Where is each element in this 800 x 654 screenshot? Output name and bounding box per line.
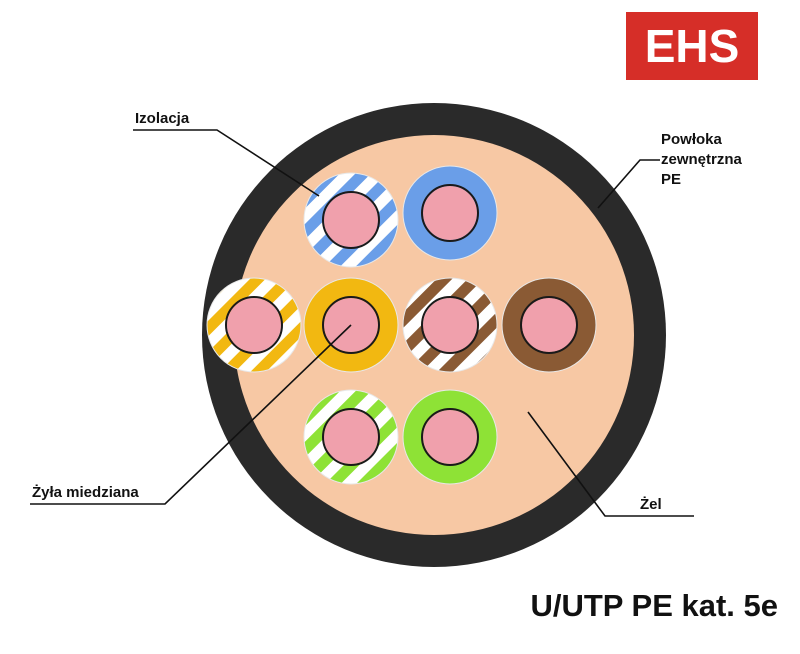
- wire-core-outline-blue-white: [322, 191, 380, 249]
- ehs-logo-text: EHS: [645, 20, 740, 72]
- wire-core-outline-brown-white: [421, 296, 479, 354]
- wire-green: [402, 389, 498, 485]
- wire-blue: [402, 165, 498, 261]
- wire-copper-core-brown: [522, 298, 576, 352]
- wire-brown-white: [402, 277, 498, 373]
- wire-core-outline-orange-white: [225, 296, 283, 354]
- cable-title: U/UTP PE kat. 5e: [530, 588, 778, 623]
- label-gel: Żel: [640, 496, 662, 513]
- wire-brown: [501, 277, 597, 373]
- wire-copper-core-blue: [423, 186, 477, 240]
- wire-core-outline-brown: [520, 296, 578, 354]
- label-insulation: Izolacja: [135, 110, 190, 127]
- wire-copper-core-green-white: [324, 410, 378, 464]
- wire-copper-core-blue-white: [324, 193, 378, 247]
- label-outer-sheath-line1: Powłoka: [661, 131, 723, 148]
- wire-orange-white: [206, 277, 302, 373]
- wire-core-outline-blue: [421, 184, 479, 242]
- wire-green-white: [303, 389, 399, 485]
- ehs-logo: [626, 12, 758, 80]
- leader-line-copper-core: [30, 324, 352, 505]
- leader-line-insulation: [133, 129, 320, 197]
- wire-copper-core-orange-white: [227, 298, 281, 352]
- wire-copper-core-brown-white: [423, 298, 477, 352]
- wire-copper-core-green: [423, 410, 477, 464]
- label-outer-sheath-line3: PE: [661, 171, 681, 188]
- label-outer-sheath-line2: zewnętrzna: [661, 151, 743, 168]
- leader-line-outer-sheath: [597, 159, 660, 209]
- wire-core-outline-orange: [322, 296, 380, 354]
- wire-blue-white: [303, 172, 399, 268]
- label-copper-core: Żyła miedziana: [32, 484, 139, 501]
- wire-core-outline-green: [421, 408, 479, 466]
- wire-core-outline-green-white: [322, 408, 380, 466]
- leader-line-gel: [527, 411, 694, 517]
